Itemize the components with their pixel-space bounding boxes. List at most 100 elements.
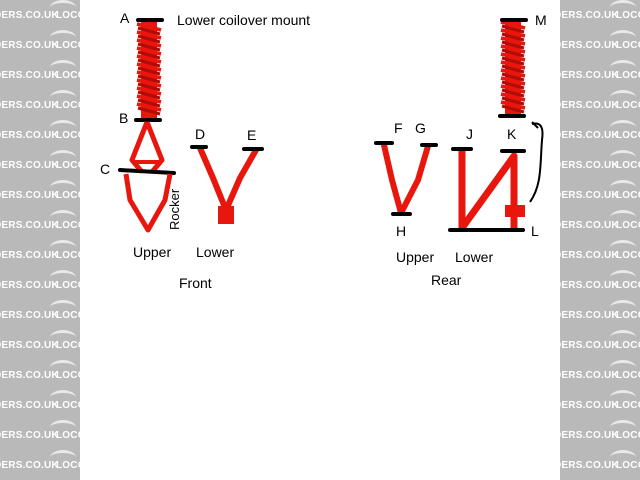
watermark-text: DERS.CO.UK [560,10,619,21]
watermark-text: DERS.CO.UK [560,160,619,171]
watermark-swoosh-icon [50,300,76,315]
watermark-text: LOCOS [56,400,80,411]
watermark-strip-left: DERS.CO.UKLOCOSDERS.CO.UKLOCOSDERS.CO.UK… [0,0,80,480]
watermark-tile: DERS.CO.UKLOCOS [560,150,640,172]
watermark-swoosh-icon [610,60,636,75]
watermark-tile: DERS.CO.UKLOCOS [560,120,640,142]
watermark-tile: DERS.CO.UKLOCOS [0,240,80,262]
annotation-rear: Rear [431,272,462,288]
watermark-swoosh-icon [50,210,76,225]
watermark-text: LOCOS [56,130,80,141]
label-H: H [396,223,406,239]
annotation-front-upper: Upper [133,244,171,260]
watermark-text: DERS.CO.UK [560,400,619,411]
watermark-tile: DERS.CO.UKLOCOS [560,240,640,262]
watermark-tile: DERS.CO.UKLOCOS [560,210,640,232]
watermark-tile: DERS.CO.UKLOCOS [560,0,640,22]
watermark-strip-right: DERS.CO.UKLOCOSDERS.CO.UKLOCOSDERS.CO.UK… [560,0,640,480]
mount-C [118,168,176,175]
front-upper-wishbone [123,173,173,233]
watermark-tile: DERS.CO.UKLOCOS [560,360,640,382]
watermark-text: DERS.CO.UK [0,10,59,21]
label-D: D [195,126,205,142]
front-lower-wishbone [197,145,259,224]
watermark-text: DERS.CO.UK [560,40,619,51]
watermark-text: DERS.CO.UK [0,460,59,471]
watermark-text: DERS.CO.UK [560,130,619,141]
watermark-text: DERS.CO.UK [560,220,619,231]
watermark-tile: DERS.CO.UKLOCOS [0,420,80,442]
front-rocker [129,121,165,174]
watermark-tile: DERS.CO.UKLOCOS [0,330,80,352]
watermark-swoosh-icon [610,330,636,345]
label-B: B [119,110,128,126]
watermark-text: DERS.CO.UK [560,460,619,471]
watermark-text: LOCOS [616,370,640,381]
label-C: C [100,161,110,177]
watermark-swoosh-icon [50,330,76,345]
watermark-text: LOCOS [616,100,640,111]
watermark-swoosh-icon [50,240,76,255]
label-G: G [415,120,426,136]
label-M: M [535,12,547,28]
watermark-swoosh-icon [50,90,76,105]
watermark-text: LOCOS [56,310,80,321]
watermark-text: LOCOS [616,400,640,411]
watermark-tile: DERS.CO.UKLOCOS [560,30,640,52]
label-E: E [247,127,256,143]
watermark-text: DERS.CO.UK [560,70,619,81]
bracket-K-L-arrowhead [531,121,539,129]
label-L: L [531,223,539,239]
watermark-text: DERS.CO.UK [0,220,59,231]
watermark-swoosh-icon [50,390,76,405]
watermark-swoosh-icon [50,30,76,45]
rear-upper-wishbone [381,142,431,216]
watermark-text: LOCOS [56,160,80,171]
watermark-text: LOCOS [56,220,80,231]
watermark-text: LOCOS [616,340,640,351]
watermark-swoosh-icon [50,120,76,135]
watermark-swoosh-icon [610,450,636,465]
watermark-tile: DERS.CO.UKLOCOS [0,180,80,202]
watermark-text: DERS.CO.UK [0,370,59,381]
watermark-text: DERS.CO.UK [0,190,59,201]
watermark-swoosh-icon [50,60,76,75]
watermark-text: DERS.CO.UK [0,250,59,261]
watermark-swoosh-icon [610,300,636,315]
watermark-swoosh-icon [610,420,636,435]
watermark-tile: DERS.CO.UKLOCOS [0,210,80,232]
annotation-rear-upper: Upper [396,249,434,265]
watermark-tile: DERS.CO.UKLOCOS [0,30,80,52]
watermark-text: LOCOS [616,250,640,261]
watermark-text: LOCOS [56,10,80,21]
watermark-text: DERS.CO.UK [0,130,59,141]
watermark-swoosh-icon [50,450,76,465]
watermark-text: LOCOS [616,10,640,21]
annotation-rear-lower: Lower [455,249,493,265]
watermark-text: DERS.CO.UK [0,70,59,81]
watermark-tile: DERS.CO.UKLOCOS [0,360,80,382]
watermark-text: LOCOS [56,280,80,291]
watermark-text: LOCOS [616,40,640,51]
watermark-swoosh-icon [610,210,636,225]
watermark-text: LOCOS [616,130,640,141]
watermark-tile: DERS.CO.UKLOCOS [0,270,80,292]
watermark-text: LOCOS [56,430,80,441]
watermark-tile: DERS.CO.UKLOCOS [0,390,80,412]
watermark-text: DERS.CO.UK [560,100,619,111]
annotation-front: Front [179,275,212,291]
watermark-text: LOCOS [56,40,80,51]
watermark-swoosh-icon [50,360,76,375]
watermark-tile: DERS.CO.UKLOCOS [0,150,80,172]
watermark-tile: DERS.CO.UKLOCOS [560,450,640,472]
bracket-K-L [529,122,544,203]
watermark-tile: DERS.CO.UKLOCOS [560,90,640,112]
watermark-tile: DERS.CO.UKLOCOS [560,60,640,82]
watermark-text: LOCOS [56,100,80,111]
watermark-text: LOCOS [56,370,80,381]
watermark-text: LOCOS [616,70,640,81]
watermark-swoosh-icon [50,270,76,285]
watermark-swoosh-icon [610,120,636,135]
rear-coilover-spring [500,18,526,118]
